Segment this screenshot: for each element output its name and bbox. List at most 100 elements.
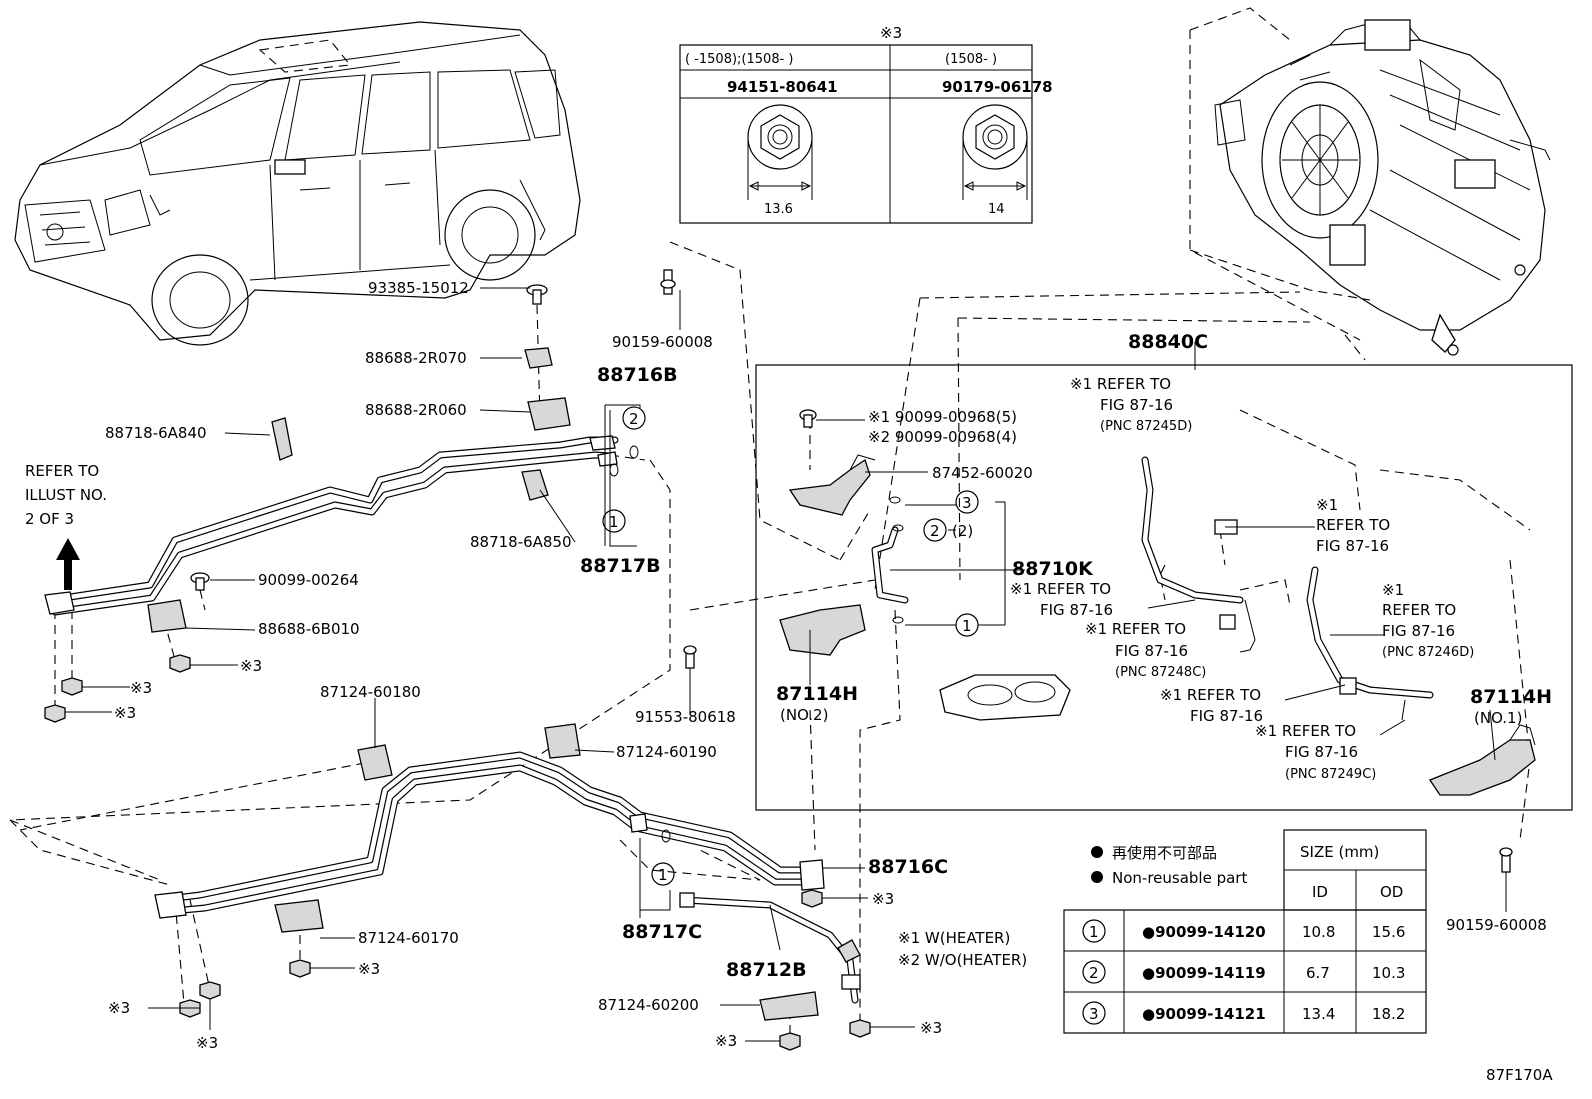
label-mark-3: ※3 xyxy=(240,657,262,675)
flange-nut-icon xyxy=(962,104,1028,200)
nut-icon xyxy=(169,654,191,673)
bolt-icon xyxy=(799,409,817,428)
nut-col1-size: 13.6 xyxy=(764,202,793,217)
bolt-icon xyxy=(660,269,676,295)
refer-d-line3: (PNC 87248C) xyxy=(1115,665,1206,680)
clamp-icon xyxy=(274,899,324,933)
refer-d-line1: ※1 REFER TO xyxy=(1085,620,1186,638)
refer-b-line1: ※1 xyxy=(1316,496,1338,514)
refer-g-line3: (PNC 87249C) xyxy=(1285,767,1376,782)
label-mark-3: ※3 xyxy=(108,999,130,1017)
heater-notes: ※1 W(HEATER) ※2 W/O(HEATER) xyxy=(898,929,1027,969)
non-reusable-dot-icon xyxy=(1091,846,1103,858)
hose-88712b xyxy=(679,892,861,1004)
nut-icon xyxy=(289,959,311,978)
label-mark-3: ※3 xyxy=(114,704,136,722)
bolt-icon xyxy=(683,645,697,669)
nut-icon xyxy=(61,677,83,696)
label-87114h-no2: 87114H xyxy=(776,683,858,705)
refer-f-line2: FIG 87-16 xyxy=(1190,707,1263,725)
nut-size-table: ※3 ( -1508);(1508- ) (1508- ) 94151-8064… xyxy=(679,24,1053,224)
refer-g-line2: FIG 87-16 xyxy=(1285,743,1358,761)
nut-icon xyxy=(199,981,221,1000)
arrow-up-icon xyxy=(56,538,80,590)
label-mark-3: ※3 xyxy=(196,1034,218,1052)
label-87124-60200: 87124-60200 xyxy=(598,996,699,1014)
clamp-icon xyxy=(544,723,581,759)
bolt-icon xyxy=(526,284,548,305)
clamp-icon xyxy=(147,599,187,633)
nut-icon xyxy=(44,704,66,723)
size-table-row: 1 ●90099-14120 10.8 15.6 xyxy=(1082,919,1405,943)
o-ring-size-table: SIZE (mm) ID OD 1 ●90099-14120 10.8 15.6… xyxy=(1063,829,1427,1034)
refer-to-illust-note: REFER TO ILLUST NO. 2 OF 3 xyxy=(25,462,107,590)
label-87124-60190: 87124-60190 xyxy=(616,743,717,761)
svg-text:2: 2 xyxy=(629,410,639,428)
nut-icon xyxy=(779,1032,801,1051)
label-88718-6a840: 88718-6A840 xyxy=(105,424,207,442)
label-mark-3: ※3 xyxy=(130,679,152,697)
svg-text:1: 1 xyxy=(962,617,972,635)
legend-jp: 再使用不可部品 xyxy=(1112,844,1217,862)
svg-text:13.4: 13.4 xyxy=(1302,1005,1335,1023)
detail-box-labels: ※1 90099-00968(5) ※2 90099-00968(4) 8745… xyxy=(776,375,1552,782)
refer-e-line2: REFER TO xyxy=(1382,601,1456,619)
svg-text:2 OF 3: 2 OF 3 xyxy=(25,510,74,528)
label-two-paren: (2) xyxy=(952,522,973,540)
refer-a-line3: (PNC 87245D) xyxy=(1100,419,1192,434)
svg-text:18.2: 18.2 xyxy=(1372,1005,1405,1023)
label-91553-80618: 91553-80618 xyxy=(635,708,736,726)
svg-text:1: 1 xyxy=(658,866,668,884)
size-table-col-id: ID xyxy=(1312,883,1328,901)
svg-text:●90099-14121: ●90099-14121 xyxy=(1142,1005,1266,1023)
callout-circles: 2 1 1 3 2 1 xyxy=(602,406,979,886)
refer-e-line4: (PNC 87246D) xyxy=(1382,645,1474,660)
svg-text:3: 3 xyxy=(962,494,972,512)
callout-circle-2: 2 xyxy=(622,406,646,430)
label-90099-00968-4: ※2 90099-00968(4) xyxy=(868,428,1017,446)
svg-text:●90099-14119: ●90099-14119 xyxy=(1142,964,1266,982)
figure-code: 87F170A xyxy=(1486,1066,1553,1084)
svg-text:10.3: 10.3 xyxy=(1372,964,1405,982)
svg-text:3: 3 xyxy=(1089,1005,1099,1023)
leader-lines xyxy=(65,287,1507,1042)
clamp-icon xyxy=(527,397,571,431)
svg-text:10.8: 10.8 xyxy=(1302,923,1335,941)
legend: 再使用不可部品 Non-reusable part xyxy=(1091,844,1247,887)
label-88717c: 88717C xyxy=(622,921,702,943)
svg-text:1: 1 xyxy=(609,513,619,531)
svg-text:15.6: 15.6 xyxy=(1372,923,1405,941)
size-table-title: SIZE (mm) xyxy=(1300,843,1379,861)
label-no1: (NO.1) xyxy=(1474,709,1522,727)
label-88718-6a850: 88718-6A850 xyxy=(470,533,572,551)
label-87124-60170: 87124-60170 xyxy=(358,929,459,947)
refer-b-line2: REFER TO xyxy=(1316,516,1390,534)
size-table-col-od: OD xyxy=(1380,883,1403,901)
clamp-icon xyxy=(524,347,553,369)
clip-icon xyxy=(271,417,293,461)
size-table-row: 2 ●90099-14119 6.7 10.3 xyxy=(1082,960,1405,984)
label-88688-2r070: 88688-2R070 xyxy=(365,349,467,367)
label-93385-15012: 93385-15012 xyxy=(368,279,469,297)
legend-en: Non-reusable part xyxy=(1112,869,1247,887)
nut-col2-part: 90179-06178 xyxy=(942,78,1053,96)
heater-blower-unit xyxy=(1214,19,1551,356)
part-labels: 93385-15012 88688-2R070 88688-2R060 8871… xyxy=(105,279,1547,1052)
nut-col1-range: ( -1508);(1508- ) xyxy=(685,52,793,67)
nut-icon xyxy=(801,889,823,908)
callout-circle-1: 1 xyxy=(602,509,626,533)
insulator-pad-icon xyxy=(939,674,1071,721)
size-table-row: 3 ●90099-14121 13.4 18.2 xyxy=(1082,1001,1405,1025)
label-90159-60008-top: 90159-60008 xyxy=(612,333,713,351)
label-88712b: 88712B xyxy=(726,959,807,981)
refer-e-line3: FIG 87-16 xyxy=(1382,622,1455,640)
label-88688-2r060: 88688-2R060 xyxy=(365,401,467,419)
svg-text:2: 2 xyxy=(930,522,940,540)
refer-a-line1: ※1 REFER TO xyxy=(1070,375,1171,393)
callout-circle-3: 3 xyxy=(955,490,979,514)
callout-circle-1: 1 xyxy=(955,613,979,637)
nut-col1-part: 94151-80641 xyxy=(727,78,838,96)
clamp-icon xyxy=(759,991,819,1021)
nut-table-mark: ※3 xyxy=(880,24,902,42)
